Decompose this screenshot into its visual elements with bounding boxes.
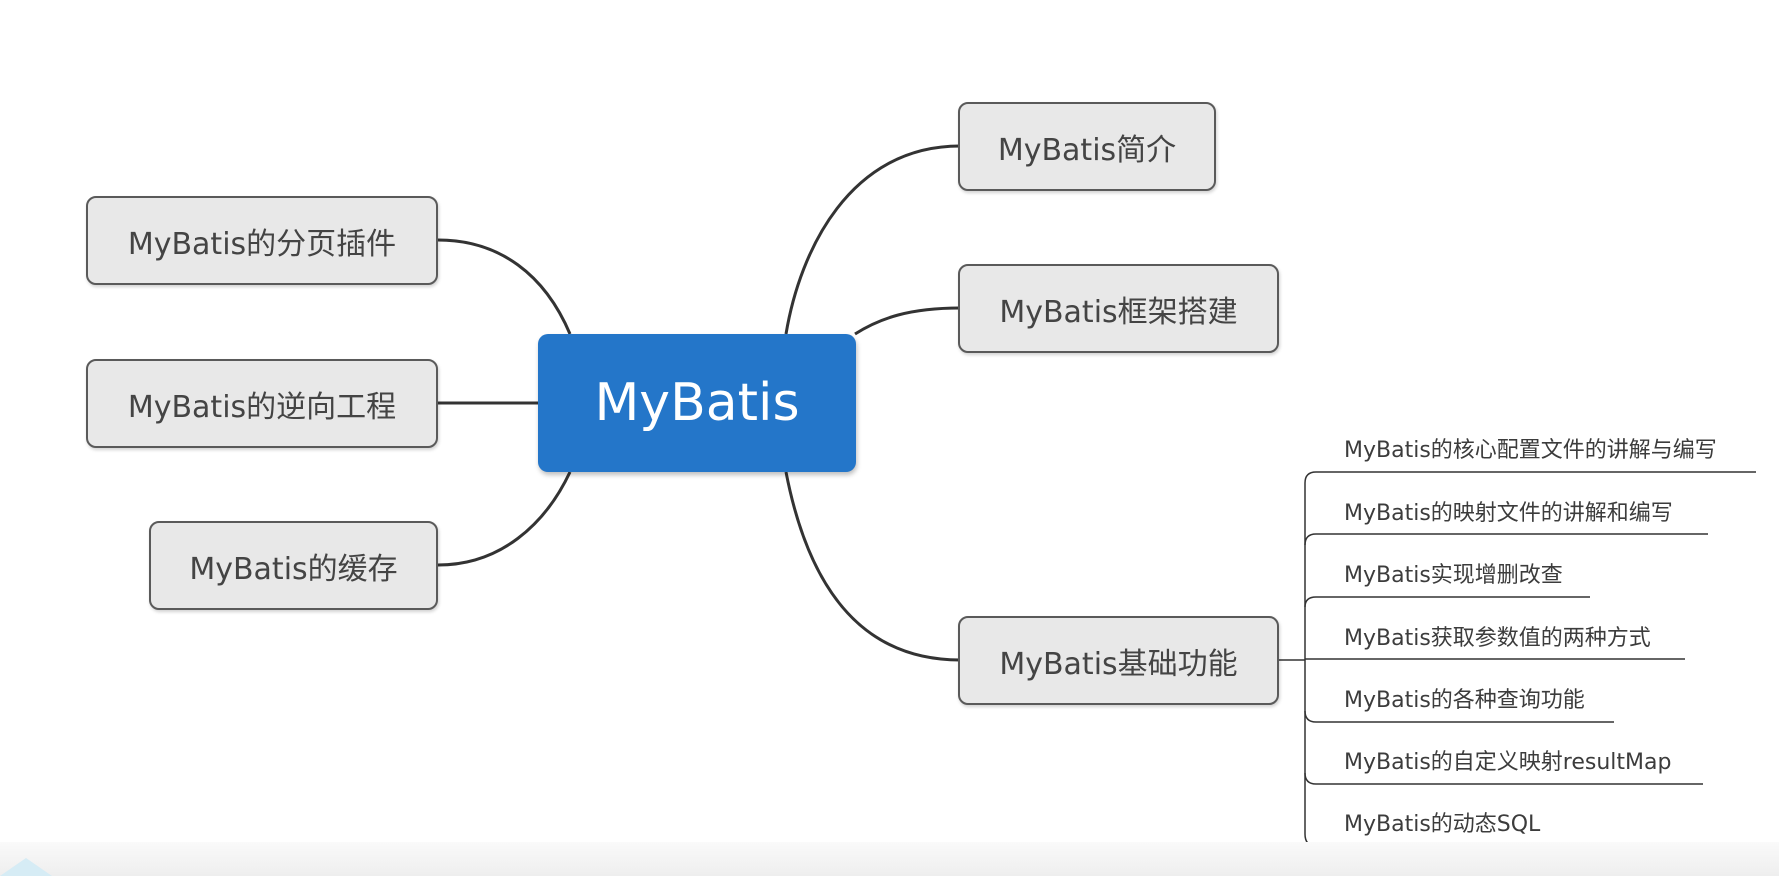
- topic-framework-setup[interactable]: MyBatis框架搭建: [958, 264, 1279, 353]
- subtopic-dynamic-sql[interactable]: MyBatis的动态SQL: [1344, 806, 1540, 838]
- subtopic-label: MyBatis的映射文件的讲解和编写: [1344, 501, 1673, 526]
- topic-label: MyBatis基础功能: [999, 646, 1238, 682]
- connector-cache: [437, 471, 572, 567]
- topic-cache[interactable]: MyBatis的缓存: [149, 521, 438, 610]
- topic-label: MyBatis框架搭建: [999, 294, 1238, 330]
- subtopic-label: MyBatis的各种查询功能: [1344, 688, 1585, 713]
- subtopic-label: MyBatis的动态SQL: [1344, 812, 1541, 837]
- leaf-underline-2: [1304, 533, 1708, 546]
- topic-basic-functions[interactable]: MyBatis基础功能: [958, 616, 1279, 705]
- leaf-underline-6: [1304, 772, 1703, 785]
- connector-basic: [784, 471, 961, 662]
- topic-intro[interactable]: MyBatis简介: [958, 102, 1216, 191]
- subtopic-core-config[interactable]: MyBatis的核心配置文件的讲解与编写: [1344, 432, 1717, 464]
- leaf-underline-5: [1304, 710, 1614, 723]
- topic-label: MyBatis的逆向工程: [127, 389, 397, 425]
- subtopic-label: MyBatis获取参数值的两种方式: [1344, 626, 1651, 651]
- subtopic-mapper-file[interactable]: MyBatis的映射文件的讲解和编写: [1344, 495, 1673, 527]
- corner-triangle-icon: [0, 858, 52, 876]
- leaf-underline-1: [1304, 471, 1756, 484]
- central-topic-label: MyBatis: [594, 373, 800, 433]
- topic-paging-plugin[interactable]: MyBatis的分页插件: [86, 196, 438, 285]
- subtopic-result-map[interactable]: MyBatis的自定义映射resultMap: [1344, 744, 1671, 776]
- subtopic-parameter-values[interactable]: MyBatis获取参数值的两种方式: [1344, 620, 1651, 652]
- connector-setup: [854, 306, 961, 336]
- topic-label: MyBatis的缓存: [189, 551, 398, 587]
- subtopic-label: MyBatis实现增删改查: [1344, 563, 1563, 588]
- central-topic[interactable]: MyBatis: [538, 334, 856, 472]
- connector-intro: [784, 144, 961, 335]
- subtopic-label: MyBatis的自定义映射resultMap: [1344, 750, 1672, 775]
- leaf-underline-3: [1304, 596, 1590, 608]
- topic-label: MyBatis简介: [997, 132, 1177, 168]
- topic-reverse-engineering[interactable]: MyBatis的逆向工程: [86, 359, 438, 448]
- subtopic-label: MyBatis的核心配置文件的讲解与编写: [1344, 438, 1717, 463]
- bottom-band: [0, 842, 1779, 876]
- subtopic-query-functions[interactable]: MyBatis的各种查询功能: [1344, 682, 1585, 714]
- connector-paging: [437, 238, 572, 335]
- subtopic-crud[interactable]: MyBatis实现增删改查: [1344, 557, 1563, 589]
- topic-label: MyBatis的分页插件: [127, 226, 397, 262]
